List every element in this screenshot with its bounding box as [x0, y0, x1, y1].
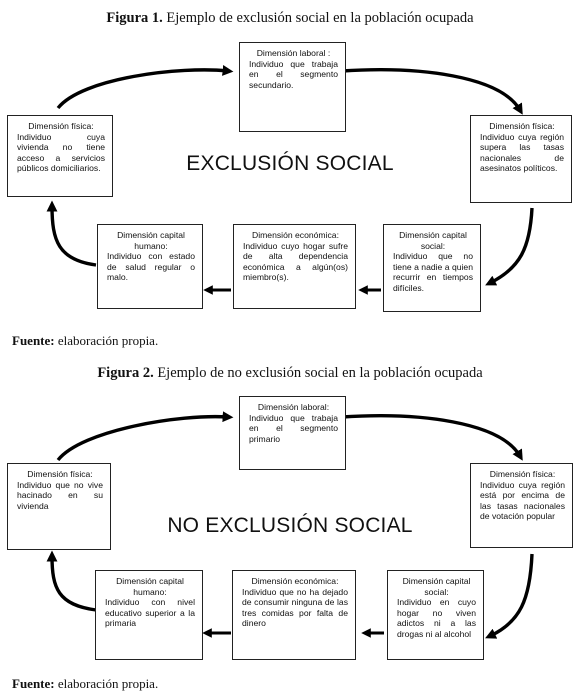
box-heading: Dimensión laboral : [256, 48, 331, 58]
box-text: Individuo que no tiene a nadie a quien r… [393, 251, 473, 293]
fig2-box-dimension-economica: Dimensión económica: Individuo que no ha… [232, 570, 356, 660]
fig1-box-dimension-capital-social: Dimensión capital social: Individuo que … [383, 224, 481, 312]
box-text: Individuo que trabaja en el segmento pri… [249, 412, 338, 444]
fig2-box-dimension-capital-humano: Dimensión capital humano: Individuo con … [95, 570, 203, 660]
box-heading: Dimensión física: [489, 121, 555, 131]
box-heading: Dimensión física: [27, 469, 93, 479]
box-heading: Dimensión capital social: [402, 576, 471, 597]
fig2-center-label: NO EXCLUSIÓN SOCIAL [167, 514, 413, 537]
fig1-box-dimension-capital-humano: Dimensión capital humano: Individuo con … [97, 224, 203, 309]
fig1-center-label: EXCLUSIÓN SOCIAL [186, 152, 394, 175]
source-text: elaboración propia. [57, 676, 159, 691]
box-heading: Dimensión laboral: [257, 402, 330, 412]
figure-1-label: Figura 1. [106, 10, 163, 26]
source-label: Fuente: [12, 333, 55, 348]
box-text: Individuo con estado de salud regular o … [107, 251, 195, 283]
fig2-box-dimension-laboral: Dimensión laboral: Individuo que trabaja… [239, 396, 346, 470]
box-heading: Dimensión capital humano: [117, 230, 185, 251]
figure-2-source: Fuente: elaboración propia. [12, 676, 158, 692]
source-label: Fuente: [12, 676, 55, 691]
fig1-box-dimension-laboral: Dimensión laboral : Individuo que trabaj… [239, 42, 346, 132]
figure-1-arrows [46, 65, 534, 295]
arrow-laboral-to-fisica-right [341, 68, 523, 115]
figure-1-source: Fuente: elaboración propia. [12, 333, 158, 349]
fig2-box-dimension-fisica-right: Dimensión física: Individuo cuya región … [470, 463, 573, 548]
figure-2-title: Figura 2. Ejemplo de no exclusión social… [0, 364, 580, 382]
box-heading: Dimensión física: [28, 121, 94, 131]
fig2-box-dimension-fisica-left: Dimensión física: Individuo que no vive … [7, 463, 111, 550]
source-text: elaboración propia. [57, 333, 159, 348]
box-text: Individuo cuya región supera las tasas n… [480, 131, 564, 174]
box-heading: Dimensión capital humano: [116, 576, 184, 597]
arrow-capital-humano-to-fisica-left [46, 550, 97, 612]
arrow-fisica-right-to-capital-social [485, 553, 534, 639]
box-heading: Dimensión capital social: [399, 230, 467, 251]
box-heading: Dimensión económica: [252, 230, 339, 240]
box-text: Individuo cuya región está por encima de… [480, 479, 565, 522]
fig2-box-dimension-capital-social: Dimensión capital social: Individuo en c… [387, 570, 484, 660]
box-heading: Dimensión económica: [251, 576, 339, 586]
fig1-box-dimension-economica: Dimensión económica: Individuo cuyo hoga… [233, 224, 356, 309]
arrow-laboral-to-fisica-right [341, 414, 523, 461]
box-text: Individuo que no vive hacinado en su viv… [17, 479, 103, 511]
figure-1-title: Figura 1. Ejemplo de exclusión social en… [0, 9, 580, 27]
box-text: Individuo cuyo hogar sufre de alta depen… [243, 240, 348, 283]
box-text: Individuo cuya vivienda no tiene acceso … [17, 131, 105, 174]
box-text: Individuo que trabaja en el segmento sec… [249, 58, 338, 90]
box-text: Individuo con nivel educativo superior a… [105, 597, 195, 629]
fig1-box-dimension-fisica-right: Dimensión física: Individuo cuya región … [470, 115, 572, 203]
figure-1-caption: Ejemplo de exclusión social en la poblac… [166, 10, 474, 26]
box-text: Individuo que no ha dejado de consumir n… [242, 586, 348, 629]
arrow-capital-humano-to-fisica-left [46, 200, 97, 267]
fig1-box-dimension-fisica-left: Dimensión física: Individuo cuya viviend… [7, 115, 113, 197]
box-heading: Dimensión física: [489, 469, 556, 479]
arrow-fisica-left-to-laboral [56, 411, 234, 462]
figure-2-caption: Ejemplo de no exclusión social en la pob… [157, 365, 483, 381]
arrow-fisica-right-to-capital-social [485, 207, 534, 286]
box-text: Individuo en cuyo hogar no viven adictos… [397, 597, 476, 639]
figure-2-label: Figura 2. [97, 365, 154, 381]
arrow-fisica-left-to-laboral [56, 65, 234, 110]
